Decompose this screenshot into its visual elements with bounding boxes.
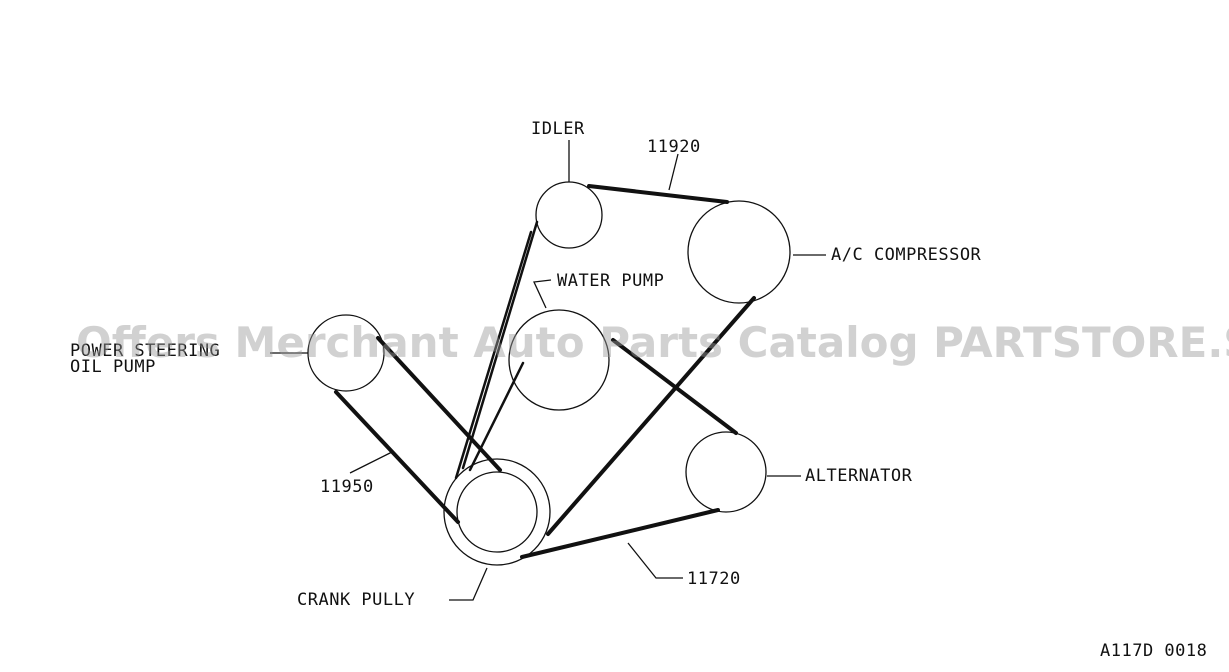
belt-11950-leader xyxy=(349,451,393,474)
figure-code-label: A117D 0018 xyxy=(1100,641,1207,661)
belt-11720-label: 11720 xyxy=(687,569,741,589)
watermark-text: Offers Merchant Auto Parts Catalog PARTS… xyxy=(76,318,1229,367)
alternator-pulley xyxy=(685,431,767,513)
belt-11920-leader xyxy=(668,153,679,191)
crank-pully-label: CRANK PULLY xyxy=(297,590,415,610)
belt-11720-leader xyxy=(627,542,683,579)
crank-pully-leader xyxy=(449,567,488,601)
crank-pulley-inner xyxy=(456,471,538,553)
water-pump-label: WATER PUMP xyxy=(557,271,664,291)
alternator-label: ALTERNATOR xyxy=(805,466,913,486)
belt-11920-label: 11920 xyxy=(647,137,701,157)
oil-pump-label: OIL PUMP xyxy=(70,357,156,377)
water-pump-pulley xyxy=(508,309,610,411)
ac-compressor-label: A/C COMPRESSOR xyxy=(831,245,982,265)
idler-pulley xyxy=(535,181,603,249)
belt-11950 xyxy=(334,336,502,524)
power-steering-label: POWER STEERING xyxy=(70,341,220,361)
water-pump-leader xyxy=(533,279,552,309)
ac-compressor-pulley xyxy=(687,200,791,304)
belt-11950-label: 11950 xyxy=(320,477,374,497)
belt-11720 xyxy=(468,338,738,559)
crank-pulley-outer xyxy=(443,458,551,566)
idler-label: IDLER xyxy=(531,119,585,139)
